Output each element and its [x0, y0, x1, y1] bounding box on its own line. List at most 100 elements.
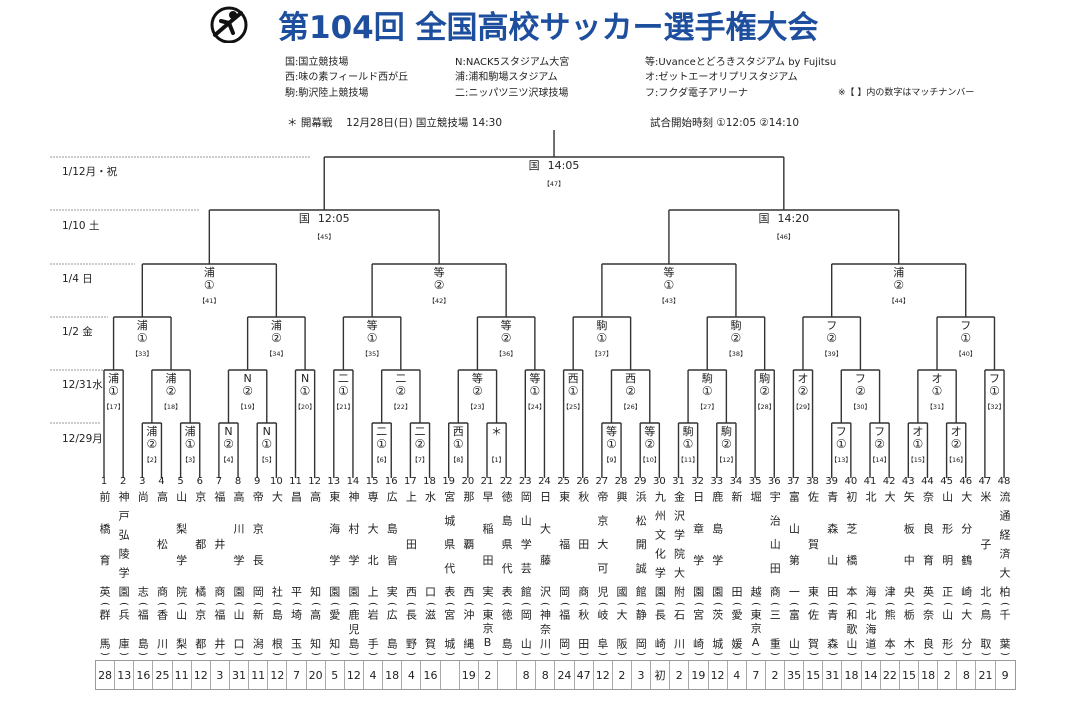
team-prefecture: (高知) — [308, 600, 322, 658]
match-venue: 駒 — [730, 319, 742, 332]
open-paren: ( — [558, 602, 570, 606]
team-prefecture-name: 宮城 — [442, 609, 456, 649]
match-number: 【29】 — [792, 403, 814, 411]
match-venue: 浦 — [184, 425, 196, 438]
team-prefecture-name: 岡山 — [519, 609, 533, 649]
open-paren: ( — [884, 602, 896, 606]
team-number: 40 — [844, 476, 858, 487]
appearance-count-cell: 8 — [517, 661, 537, 689]
match-time: 12:05 — [317, 212, 350, 225]
round-date-round3: 1/2 金 — [62, 326, 93, 338]
team-name: 宇治山田商 — [768, 491, 782, 597]
team-number: 41 — [863, 476, 877, 487]
team-prefecture-name: 福井 — [212, 609, 226, 649]
appearance-count-cell: 31 — [823, 661, 843, 689]
match-number: 【42】 — [428, 297, 450, 305]
team-prefecture: (新潟) — [250, 600, 264, 658]
match-venue: オ — [931, 372, 943, 385]
team-prefecture-name: 熊本 — [883, 609, 897, 649]
match-number: 【34】 — [265, 350, 287, 358]
match-time-slot: ② — [644, 437, 656, 451]
match-venue: フ — [826, 319, 838, 332]
match-number: 【30】 — [849, 403, 872, 411]
match-time-slot: ① — [835, 437, 847, 451]
match-venue: 等 — [663, 266, 675, 279]
open-paren: ( — [596, 602, 608, 606]
close-paren: ) — [482, 652, 493, 656]
team-prefecture: (茨城) — [710, 600, 724, 658]
open-paren: ( — [807, 602, 819, 606]
team-prefecture-name: 京都 — [193, 609, 207, 649]
team-number: 4 — [158, 476, 165, 487]
team-prefecture: (埼玉) — [289, 600, 303, 658]
team-number: 26 — [576, 476, 590, 487]
match-time-slot: ① — [701, 384, 713, 398]
appearance-count-cell: 4 — [728, 661, 747, 689]
match-time-slot: ① — [376, 437, 388, 451]
close-paren: ) — [711, 652, 723, 656]
open-paren: ( — [730, 602, 742, 606]
team-prefecture: (香川) — [154, 600, 168, 658]
appearance-count-cell: 8 — [536, 661, 556, 689]
team-number: 9 — [254, 476, 261, 487]
match-venue: 浦 — [108, 372, 120, 385]
open-paren: ( — [654, 602, 666, 606]
team-prefecture: (兵庫) — [116, 600, 130, 658]
team-number: 47 — [978, 476, 992, 487]
team-number: 38 — [806, 476, 819, 487]
team-name: 専大北上 — [366, 491, 380, 597]
match-venue: フ — [960, 319, 972, 332]
match-time-slot: ① — [337, 384, 349, 398]
team-prefecture: (島根) — [269, 600, 283, 658]
match-time: 14:05 — [547, 159, 580, 172]
close-paren: ) — [520, 652, 532, 656]
team-number: 5 — [177, 476, 184, 487]
match-venue: 等 — [605, 425, 617, 438]
team-number: 23 — [518, 476, 532, 487]
match-time-slot: ① — [203, 278, 215, 292]
venue-legend-komazawa: 駒:駒沢陸上競技場 — [285, 88, 369, 99]
close-paren: ) — [673, 652, 685, 656]
team-prefecture-name: 三重 — [768, 609, 782, 649]
team-prefecture-name: 和歌山 — [844, 609, 858, 649]
team-name: 大津 — [883, 491, 897, 597]
appearance-count-cell: 19 — [460, 661, 479, 689]
match-number: 【3】 — [181, 456, 199, 464]
close-paren: ) — [865, 652, 876, 656]
match-number: 【21】 — [332, 403, 355, 411]
team-prefecture: (岐阜) — [595, 600, 609, 658]
open-paren: ( — [213, 602, 225, 606]
open-paren: ( — [252, 602, 264, 606]
team-name: 大分鶴崎 — [959, 491, 973, 597]
appearance-count-cell: 12 — [345, 661, 364, 689]
open-paren: ( — [156, 602, 168, 606]
team-prefecture: (大阪) — [614, 600, 628, 658]
appearance-count-cell: 8 — [957, 661, 977, 689]
open-paren: ( — [482, 602, 493, 606]
team-number: 29 — [633, 476, 647, 487]
match-number: 【16】 — [945, 456, 967, 464]
team-prefecture-name: 山梨 — [174, 609, 188, 649]
match-number: 【24】 — [524, 403, 546, 411]
appearance-count-cell: 2 — [613, 661, 632, 689]
appearance-count-cell: 14 — [862, 661, 881, 689]
team-prefecture: (山口) — [231, 600, 245, 658]
kickoff-times-info: 試合開始時刻 ①12:05 ②14:10 — [650, 117, 800, 129]
team-name: 九州文化学園 — [653, 491, 667, 597]
match-venue: 浦 — [203, 266, 215, 279]
match-number: 【36】 — [495, 350, 517, 358]
team-name: 日章学園 — [691, 491, 705, 597]
close-paren: ) — [386, 652, 398, 656]
team-prefecture: (山形) — [940, 600, 954, 658]
team-prefecture-name: 沖縄 — [461, 609, 475, 649]
match-number: 【39】 — [821, 350, 843, 358]
match-time-slot: ② — [223, 437, 234, 451]
